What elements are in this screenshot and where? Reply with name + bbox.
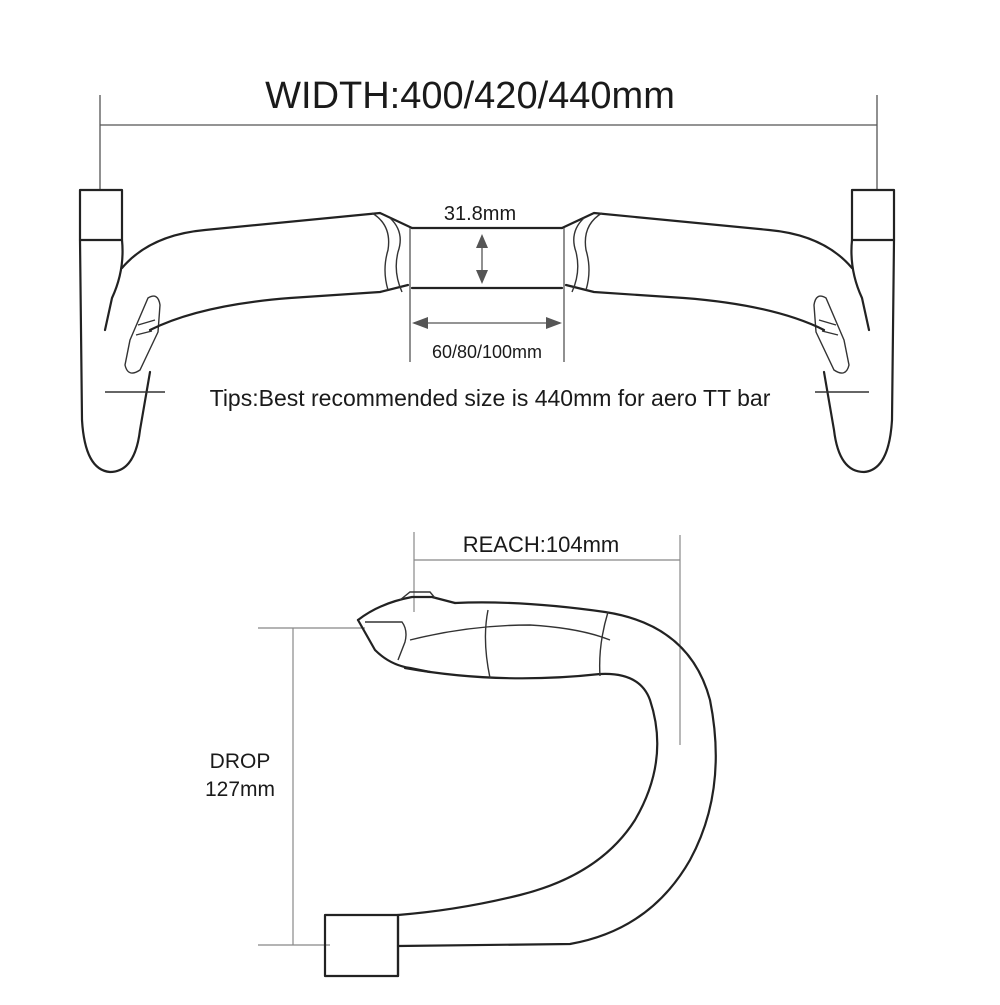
drop-label-line2: 127mm bbox=[205, 778, 275, 801]
center-arrow-left bbox=[412, 317, 428, 329]
side-clamp-top bbox=[356, 595, 457, 622]
width-label: WIDTH:400/420/440mm bbox=[265, 75, 675, 117]
right-shifter-hood bbox=[813, 295, 850, 374]
side-segment-line-1 bbox=[484, 609, 491, 679]
right-drop-outer bbox=[822, 238, 896, 474]
side-bend-inner bbox=[396, 666, 659, 917]
left-shifter-hood bbox=[124, 295, 161, 374]
clamp-arrow-up bbox=[476, 234, 488, 248]
left-drop-inner bbox=[103, 238, 124, 332]
right-drop-inner bbox=[850, 238, 871, 332]
reach-label: REACH:104mm bbox=[463, 532, 619, 557]
side-bend-outer bbox=[396, 601, 717, 948]
right-shifter-detail bbox=[818, 319, 839, 336]
side-top-crease bbox=[409, 624, 611, 641]
left-transition-inner bbox=[389, 217, 403, 293]
clamp-label: 31.8mm bbox=[444, 203, 516, 225]
left-transition-outer bbox=[371, 212, 390, 291]
clamp-arrow-down bbox=[476, 270, 488, 284]
left-bar-end bbox=[78, 188, 124, 242]
right-transition-outer bbox=[584, 212, 603, 291]
side-clamp-cap bbox=[399, 591, 436, 601]
right-wing-top bbox=[560, 211, 854, 270]
side-clamp-bottom bbox=[356, 618, 432, 674]
right-transition-inner bbox=[571, 217, 585, 293]
side-segment-line-2 bbox=[599, 611, 609, 677]
left-wing-top bbox=[120, 211, 414, 270]
side-view: REACH:104mm DROP 127mm bbox=[205, 532, 717, 978]
side-bar-end bbox=[323, 913, 400, 978]
center-arrow-right bbox=[546, 317, 562, 329]
left-wing-bottom bbox=[148, 283, 410, 332]
left-drop-outer bbox=[78, 238, 152, 474]
tips-text: Tips:Best recommended size is 440mm for … bbox=[210, 385, 771, 411]
top-view: WIDTH:400/420/440mm bbox=[78, 75, 896, 474]
center-label: 60/80/100mm bbox=[432, 342, 542, 362]
drop-label-line1: DROP bbox=[210, 750, 271, 773]
left-shifter-detail bbox=[135, 319, 156, 336]
right-bar-end bbox=[850, 188, 896, 242]
side-clamp-inner bbox=[365, 621, 407, 661]
right-wing-bottom bbox=[564, 283, 826, 332]
